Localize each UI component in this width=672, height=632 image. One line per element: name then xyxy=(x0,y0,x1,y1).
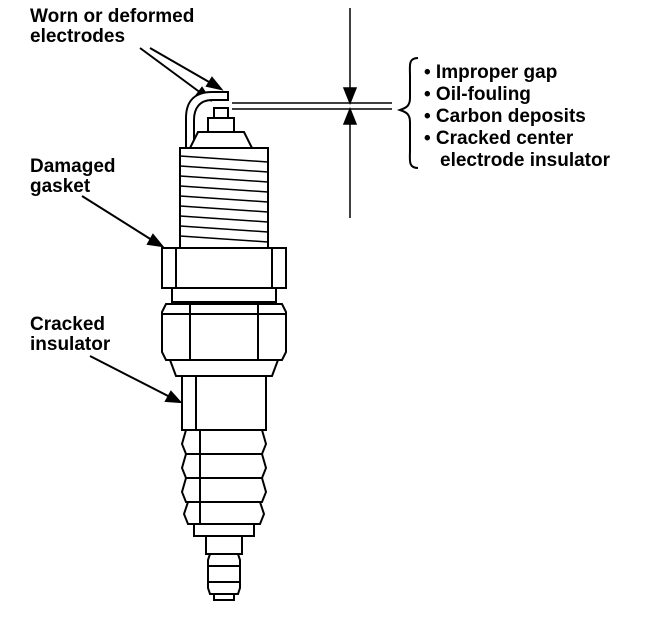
arrow-gasket xyxy=(81,195,156,243)
electrode-shoulder xyxy=(188,131,254,149)
gasket xyxy=(161,247,287,289)
label-electrodes-line1: Worn or deformed xyxy=(30,6,194,27)
checklist-item-carbon-deposits: • Carbon deposits xyxy=(424,106,586,127)
crimp-ring xyxy=(168,359,280,377)
arrow-electrode-right xyxy=(149,47,217,87)
checklist-item-cracked-center: • Cracked center xyxy=(424,128,574,149)
gap-arrow-down xyxy=(342,87,358,106)
arrowhead-insulator xyxy=(164,390,183,404)
checklist-brace xyxy=(396,57,419,169)
gap-arrow-up xyxy=(342,106,358,125)
label-insulator-line1: Cracked xyxy=(30,314,105,335)
insulator-ribs xyxy=(180,429,268,525)
spark-plug xyxy=(161,91,287,601)
label-insulator: Cracked insulator xyxy=(30,314,111,355)
terminal-shank xyxy=(205,535,243,555)
label-gasket-line2: gasket xyxy=(30,176,91,197)
ground-electrode xyxy=(185,91,229,149)
checklist-item-oil-fouling: • Oil-fouling xyxy=(424,84,531,105)
terminal-nut xyxy=(207,553,241,595)
insulator-body xyxy=(181,375,267,431)
arrowhead-gasket xyxy=(146,233,165,248)
insulator-lower xyxy=(193,523,255,537)
gap-indicator xyxy=(232,8,392,218)
leader-lines xyxy=(81,47,224,404)
arrow-insulator xyxy=(89,355,173,399)
hex-nut xyxy=(161,303,287,361)
checklist-item-electrode-insulator: electrode insulator xyxy=(440,150,611,171)
thread-lines xyxy=(179,155,269,243)
threaded-section xyxy=(179,147,269,249)
shell-neck xyxy=(171,287,277,303)
label-insulator-line2: insulator xyxy=(30,334,111,355)
checklist-item-improper-gap: • Improper gap xyxy=(424,62,557,83)
terminal-tip xyxy=(213,593,235,601)
label-electrodes-line2: electrodes xyxy=(30,26,125,47)
arrowhead-electrode-right xyxy=(205,76,224,91)
arrow-electrode-left xyxy=(139,47,206,97)
center-electrode xyxy=(213,107,229,119)
checklist: • Improper gap • Oil-fouling • Carbon de… xyxy=(424,62,611,171)
label-gasket: Damaged gasket xyxy=(30,156,116,197)
center-electrode-base xyxy=(207,117,235,133)
label-electrodes: Worn or deformed electrodes xyxy=(30,6,194,47)
label-gasket-line1: Damaged xyxy=(30,156,116,177)
